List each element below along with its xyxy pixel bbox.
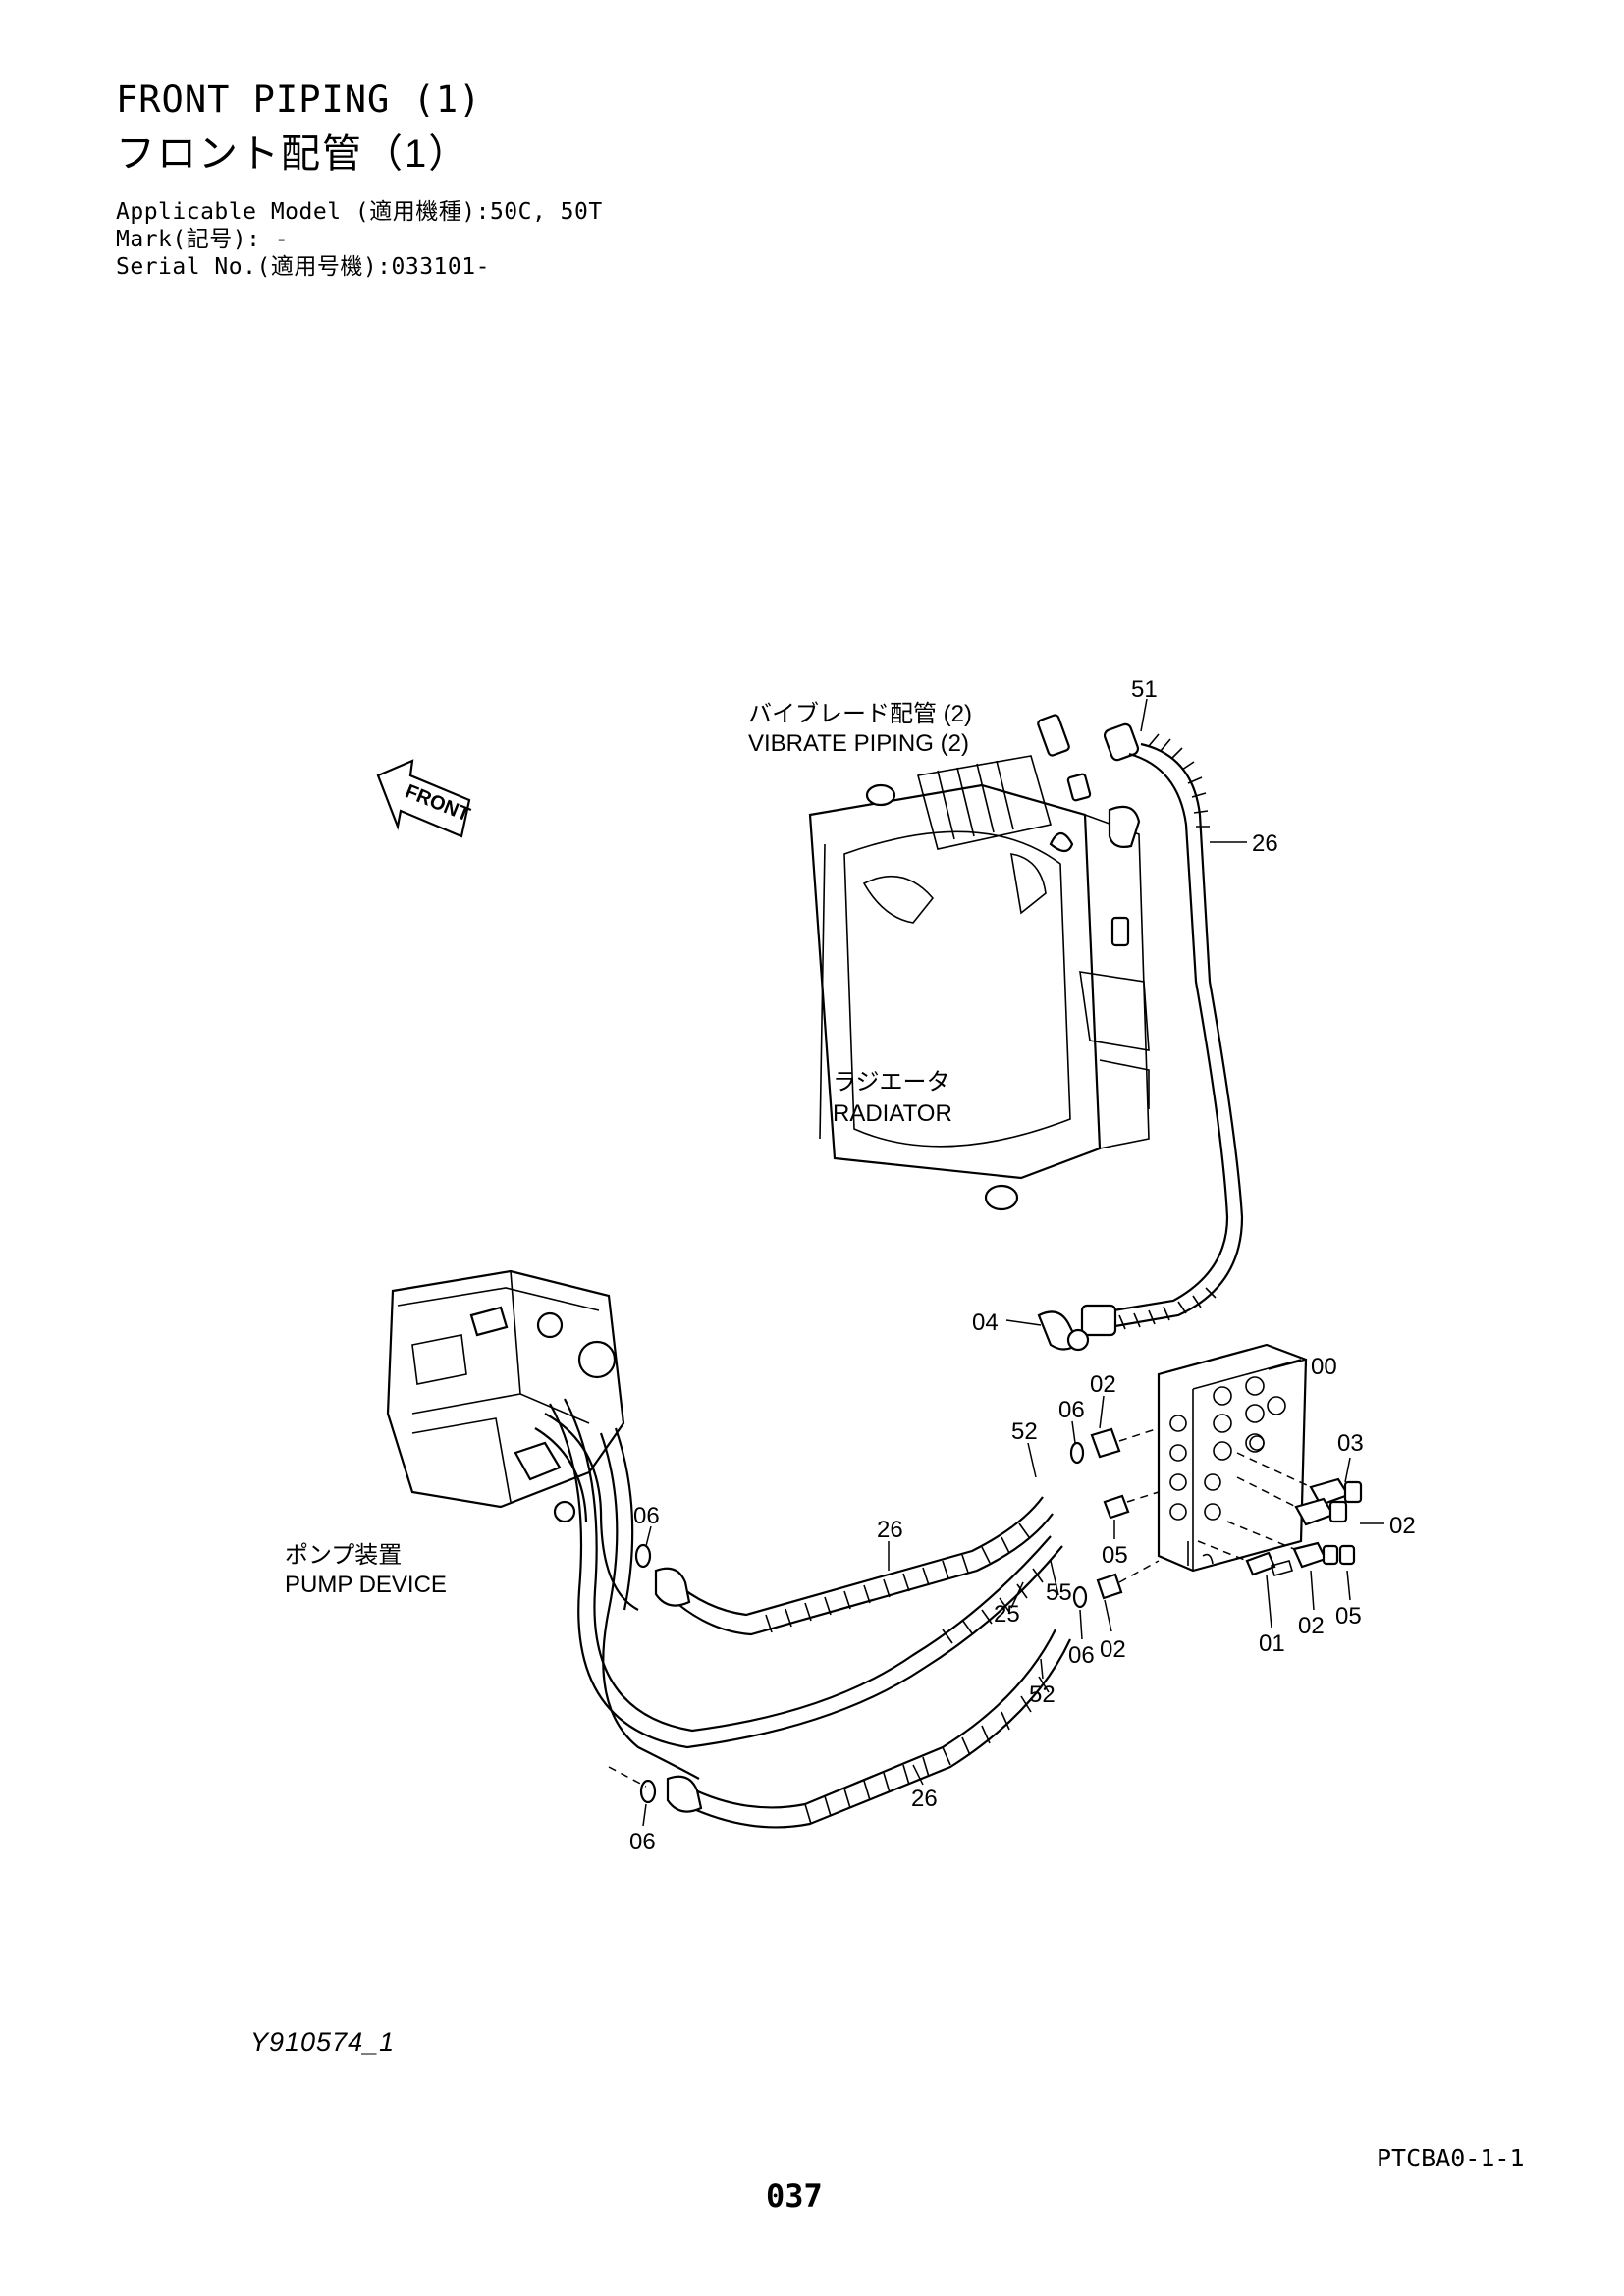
vibrate-fittings	[1037, 714, 1141, 848]
radiator-label-jp: ラジエータ	[833, 1069, 950, 1095]
callout-02-top: 02	[1090, 1371, 1116, 1398]
vibrate-piping-label-en: VIBRATE PIPING (2)	[748, 730, 969, 757]
callout-02-mid: 02	[1100, 1636, 1126, 1663]
page-number: 037	[766, 2177, 823, 2215]
callout-52-bottom: 52	[1029, 1682, 1056, 1708]
callout-06-bottom: 06	[629, 1829, 656, 1855]
hose-25	[549, 1398, 1063, 1749]
callout-03: 03	[1337, 1430, 1364, 1457]
callout-06-top: 06	[1058, 1397, 1085, 1423]
radiator-label-en: RADIATOR	[833, 1100, 952, 1127]
callout-52-top: 52	[1011, 1418, 1038, 1445]
serial-number: Serial No.(適用号機):033101-	[116, 254, 490, 280]
fittings-right	[1197, 1452, 1363, 1576]
callout-55: 55	[1046, 1579, 1072, 1606]
hose-26-middle	[534, 1413, 1054, 1636]
pump-label-en: PUMP DEVICE	[285, 1572, 447, 1598]
callout-06-left: 06	[633, 1503, 660, 1529]
applicable-model: Applicable Model (適用機種):50C, 50T	[116, 199, 603, 225]
pump-device: ポンプ装置 PUMP DEVICE	[285, 1269, 625, 1598]
hose-26-upper	[1080, 733, 1244, 1337]
callout-02-right: 02	[1389, 1513, 1416, 1539]
callout-02-low: 02	[1298, 1613, 1325, 1639]
callout-26-top: 26	[1252, 830, 1278, 857]
hose-26-lower	[599, 1427, 1071, 1829]
callout-00: 00	[1311, 1354, 1337, 1380]
front-arrow-icon: FRONT	[376, 759, 473, 838]
callout-06-mid: 06	[1068, 1642, 1095, 1669]
fittings-left-of-block	[1069, 1427, 1160, 1609]
vibrate-piping-label-jp: バイブレード配管 (2)	[748, 701, 972, 727]
callout-numbers: 51 26 04 00 03 02 02 06 52 05 55 25 06 0…	[629, 676, 1416, 1855]
callout-26-bottom: 26	[911, 1786, 938, 1812]
page-title-en: FRONT PIPING (1)	[116, 79, 482, 121]
radiator-assembly: ラジエータ RADIATOR	[808, 755, 1150, 1211]
fitting-04	[1037, 1310, 1090, 1352]
callout-26-mid: 26	[877, 1517, 903, 1543]
callout-04: 04	[972, 1309, 999, 1336]
valve-block-00	[1157, 1343, 1308, 1573]
callout-25: 25	[994, 1601, 1020, 1628]
page-title-jp: フロント配管（1）	[116, 133, 470, 176]
callout-01: 01	[1259, 1630, 1285, 1657]
figure-id: Y910574_1	[250, 2027, 396, 2056]
callout-leaders	[642, 698, 1384, 1827]
mark-info: Mark(記号): -	[116, 227, 290, 252]
callout-05-low: 05	[1335, 1603, 1362, 1629]
callout-51: 51	[1131, 676, 1158, 703]
page-code: PTCBA0-1-1	[1377, 2144, 1525, 2172]
pump-label-jp: ポンプ装置	[285, 1542, 402, 1569]
callout-05-mid: 05	[1102, 1542, 1128, 1569]
